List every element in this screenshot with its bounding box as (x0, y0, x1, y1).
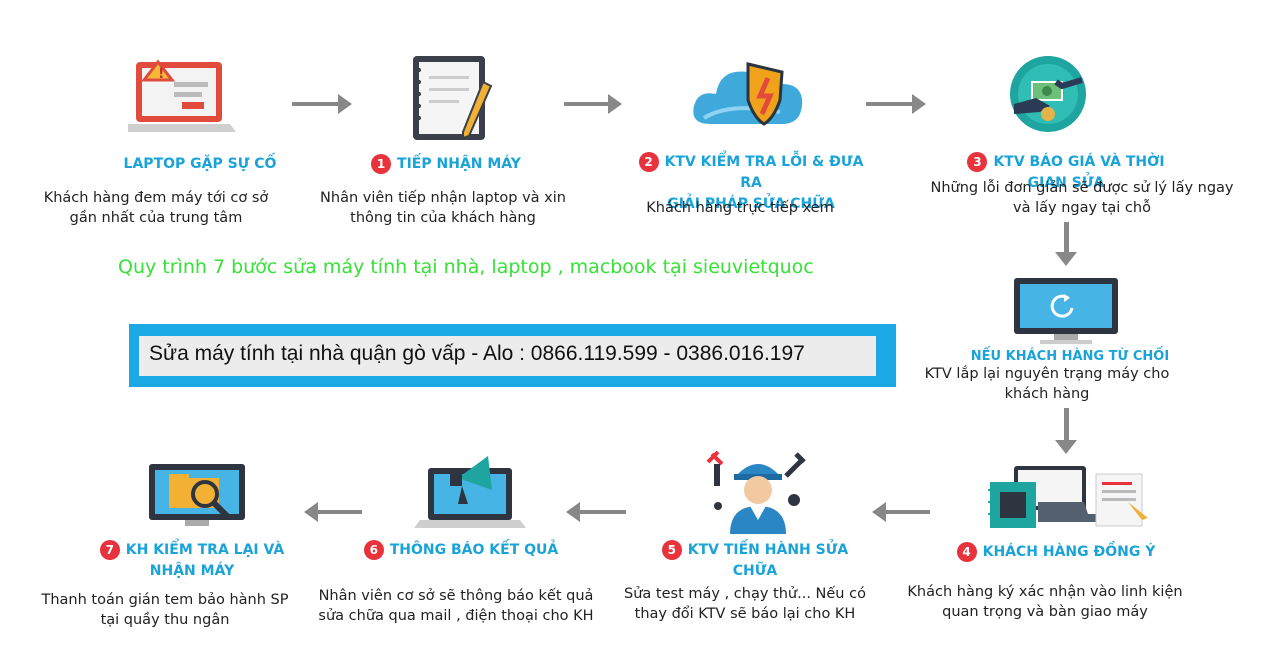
step4-desc: Khách hàng ký xác nhận vào linh kiện qua… (890, 582, 1200, 622)
step4-title: 4 KHÁCH HÀNG ĐỒNG Ý (946, 542, 1166, 563)
step0-title: LAPTOP GẶP SỰ CỐ (100, 154, 300, 175)
step4-number-badge: 4 (956, 542, 977, 562)
step0-desc-line1: Khách hàng đem máy tới cơ sở (43, 190, 269, 206)
step3b-title: NẾU KHÁCH HÀNG TỪ CHỐI (960, 346, 1180, 367)
step7-title-line2: NHẬN MÁY (149, 563, 235, 579)
step1-number-badge: 1 (371, 154, 392, 174)
step6-title: 6 THÔNG BÁO KẾT QUẢ (356, 540, 566, 561)
monitor-search-icon (145, 462, 257, 538)
step0-desc-line2: gần nhất của trung tâm (69, 210, 243, 226)
arrow-4-5 (872, 502, 930, 522)
arrow-1-2 (564, 94, 622, 114)
step5-desc: Sửa test máy , chạy thử... Nếu có thay đ… (610, 584, 880, 624)
step1-title-text: TIẾP NHẬN MÁY (397, 156, 521, 172)
step3-desc-line1: Những lỗi đơn giản sẽ được sử lý lấy nga… (930, 180, 1234, 196)
step3b-title-text: NẾU KHÁCH HÀNG TỪ CHỐI (970, 349, 1170, 364)
technician-icon (706, 448, 812, 538)
step3-desc-line2: và lấy ngay tại chỗ (1013, 200, 1151, 216)
notebook-icon (405, 52, 505, 148)
step3-title-text: KTV BÁO GIÁ VÀ THỜI GIAN SỬA (993, 154, 1165, 191)
step3-number-badge: 3 (967, 152, 988, 172)
step2-number-badge: 2 (638, 152, 659, 172)
step6-title-text: THÔNG BÁO KẾT QUẢ (389, 542, 559, 558)
step2-desc-line1: Khách hàng trực tiếp xem (646, 200, 834, 216)
step4-title-text: KHÁCH HÀNG ĐỒNG Ý (982, 544, 1156, 560)
step2-title-line2: GIẢI PHÁP SỬA CHỮA (667, 196, 835, 212)
step6-desc-line1: Nhân viên cơ sở sẽ thông báo kết quả (318, 588, 594, 604)
step1-desc-line1: Nhân viên tiếp nhận laptop và xin (320, 190, 566, 206)
monitor-refresh-icon (1010, 276, 1122, 350)
step7-title: 7 KH KIỂM TRA LẠI VÀ NHẬN MÁY (92, 540, 292, 582)
arrow-0-1 (292, 94, 352, 114)
step7-desc-line1: Thanh toán gián tem bảo hành SP (41, 592, 289, 608)
step3b-desc-line1: KTV lắp lại nguyên trạng máy cho (924, 366, 1170, 382)
step7-desc: Thanh toán gián tem bảo hành SP tại quầy… (20, 590, 310, 630)
phone-banner-text: Sửa máy tính tại nhà quận gò vấp - Alo :… (149, 342, 805, 365)
svg-text:!: ! (158, 66, 164, 82)
step5-desc-line2: thay đổi KTV sẽ báo lại cho KH (634, 606, 856, 622)
arrow-3-3b (1055, 222, 1077, 266)
step1-desc-line2: thông tin của khách hàng (350, 210, 536, 226)
step3b-desc: KTV lắp lại nguyên trạng máy cho khách h… (912, 364, 1182, 404)
step7-title-line1: KH KIỂM TRA LẠI VÀ (125, 542, 285, 558)
broken-laptop-icon: ! (124, 52, 238, 146)
step1-desc: Nhân viên tiếp nhận laptop và xin thông … (300, 188, 586, 228)
step6-desc: Nhân viên cơ sở sẽ thông báo kết quả sửa… (306, 586, 606, 626)
phone-banner: Sửa máy tính tại nhà quận gò vấp - Alo :… (129, 324, 896, 387)
step1-title: 1 TIẾP NHẬN MÁY (346, 154, 546, 175)
chip-document-icon (988, 462, 1156, 542)
laptop-megaphone-icon (408, 438, 538, 538)
arrow-6-7 (304, 502, 362, 522)
step5-title-text: KTV TIẾN HÀNH SỬA CHỮA (687, 542, 849, 579)
step2-title-line1: KTV KIỂM TRA LỖI & ĐƯA RA (664, 154, 864, 191)
arrow-5-6 (566, 502, 626, 522)
phone-banner-inner: Sửa máy tính tại nhà quận gò vấp - Alo :… (139, 336, 876, 376)
step7-number-badge: 7 (99, 540, 120, 560)
step5-number-badge: 5 (661, 540, 682, 560)
step2-desc: Khách hàng trực tiếp xem (620, 198, 860, 218)
step4-desc-line2: quan trọng và bàn giao máy (942, 604, 1148, 620)
arrow-3b-4 (1055, 408, 1077, 454)
step3-desc: Những lỗi đơn giản sẽ được sử lý lấy nga… (912, 178, 1252, 218)
arrow-2-3 (866, 94, 926, 114)
step3b-desc-line2: khách hàng (1004, 386, 1090, 402)
step6-desc-line2: sửa chữa qua mail , điện thoại cho KH (318, 608, 594, 624)
money-handshake-icon (1006, 52, 1090, 140)
step0-desc: Khách hàng đem máy tới cơ sở gần nhất củ… (16, 188, 296, 228)
cloud-shield-icon (690, 54, 810, 138)
step6-number-badge: 6 (363, 540, 384, 560)
step4-desc-line1: Khách hàng ký xác nhận vào linh kiện (907, 584, 1183, 600)
step5-desc-line1: Sửa test máy , chạy thử... Nếu có (624, 586, 866, 602)
headline: Quy trình 7 bước sửa máy tính tại nhà, l… (118, 256, 814, 278)
step0-title-text: LAPTOP GẶP SỰ CỐ (123, 156, 277, 172)
step7-desc-line2: tại quầy thu ngân (100, 612, 230, 628)
